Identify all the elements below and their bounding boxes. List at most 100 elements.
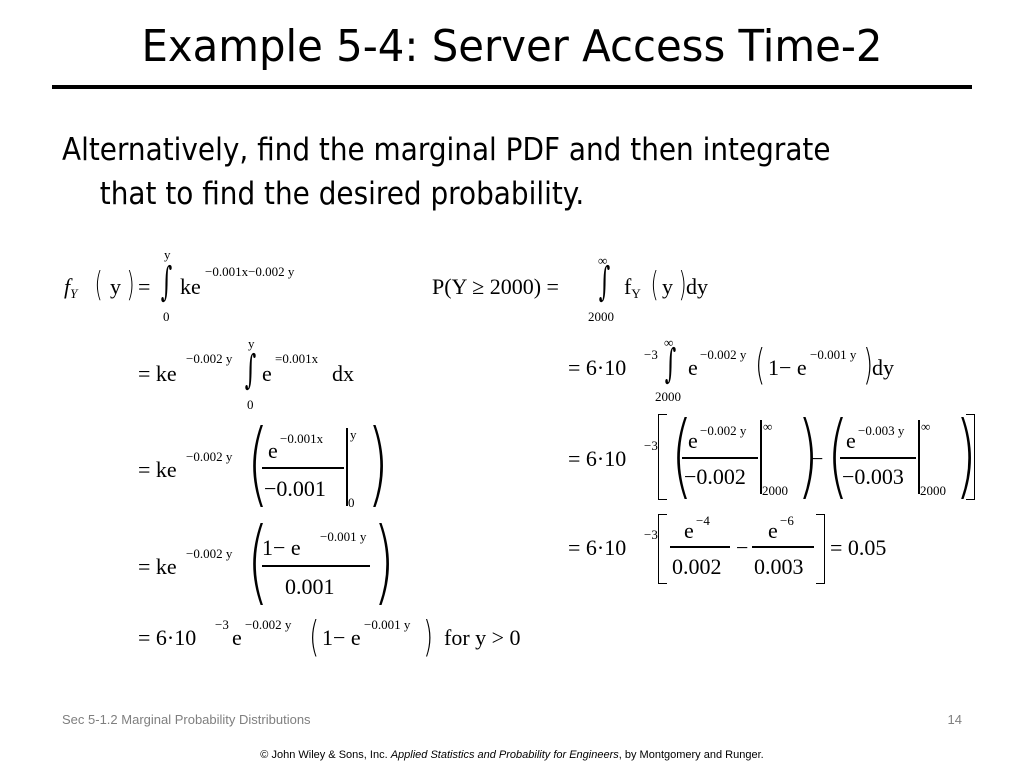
left-paren: ( [94,265,103,305]
eval-lower-1: 2000 [762,483,788,498]
left-paren: ( [309,612,320,661]
integral-sign: ∫ [244,347,257,393]
denominator: 0.001 [285,574,335,599]
fraction-bar-1 [682,457,758,459]
integral-sign: ∫ [160,259,173,305]
ten-exponent: −3 [644,527,658,542]
ten-exponent: −3 [644,347,658,362]
var-y: y [662,274,673,299]
integral-upper-limit: y [164,247,171,262]
condition: for y > 0 [444,625,521,650]
copyright-notice: © John Wiley & Sons, Inc. Applied Statis… [0,749,1024,761]
right-paren-2: ) [955,402,977,509]
exponent: −0.001x−0.002 y [205,264,295,279]
left-paren-1: ( [671,402,693,509]
integral-lower-limit: 2000 [655,389,681,404]
e-symbol: e [262,361,272,386]
numerator: 1− e [262,537,301,559]
lhs: = 6·10 [568,535,627,560]
eval-upper-2: ∞ [921,419,931,434]
eval-upper-1: ∞ [763,419,773,434]
eval-lower-2: 2000 [920,483,946,498]
fraction-bar-2 [752,546,814,548]
lhs: = ke [138,554,177,579]
minus-sign: − [736,535,749,560]
integral-lower-limit: 0 [163,309,170,324]
lhs: = 6·10 [568,355,627,380]
integral-sign: ∫ [598,259,611,305]
right-paren: ) [423,612,434,661]
dy: dy [686,274,708,299]
denominator-2: −0.003 [842,464,904,489]
e-exponent: −0.002 y [245,617,292,632]
evaluation-bar-1 [760,420,762,494]
denominator-1: −0.002 [684,464,746,489]
numerator-1-exponent: −0.002 y [700,423,747,438]
eval-lower: 0 [348,495,355,510]
lhs: P(Y ≥ 2000) = [432,274,559,299]
e-exponent: −0.002 y [700,347,747,362]
minus-sign: − [811,446,824,471]
numerator-2-e: e [768,518,778,543]
integral-lower-limit: 0 [247,397,254,412]
fraction-bar [262,565,370,567]
var-y: y [110,274,121,299]
lhs: = ke [138,361,177,386]
copyright-prefix: © John Wiley & Sons, Inc. [260,749,391,761]
numerator-1-e: e [688,428,698,453]
evaluation-bar-2 [918,420,920,494]
eval-upper: y [350,427,357,442]
numerator-2-exponent: −0.003 y [858,423,905,438]
numerator-text: 1− e [262,535,301,560]
numerator-1-e: e [684,518,694,543]
paren-content: 1− e [768,355,807,380]
f-symbol: f [64,274,71,299]
dy: dy [872,355,894,380]
right-bracket [816,514,825,584]
right-paren: ) [126,265,135,305]
numerator-2-exponent: −6 [780,513,794,528]
inner-exponent: −0.001 y [810,347,857,362]
e-symbol: e [688,355,698,380]
denominator-2: 0.003 [754,554,804,579]
subscript-Y: Y [631,286,641,301]
denominator-1: 0.002 [672,554,722,579]
integral-upper-limit: ∞ [664,335,674,350]
left-paren: ( [650,265,659,305]
left-paren: ( [755,340,766,389]
book-title: Applied Statistics and Probability for E… [390,749,619,761]
lhs: = ke [138,457,177,482]
left-bracket [658,514,667,584]
left-paren: ( [247,410,269,517]
numerator-2-e: e [846,428,856,453]
left-paren: ( [247,508,269,615]
integral-upper-limit: ∞ [598,253,608,268]
slide-title: Example 5-4: Server Access Time-2 [141,21,883,72]
numerator-e: e [268,438,278,463]
e-symbol: e [232,625,242,650]
denominator: −0.001 [264,476,326,501]
fraction-bar [262,467,344,469]
fraction-bar-1 [670,546,730,548]
evaluation-bar [346,428,348,506]
ten-exponent: −3 [215,617,229,632]
page-number: 14 [947,712,962,727]
k-e: ke [180,274,201,299]
paren-content: 1− e [322,625,361,650]
exponent-1: −0.002 y [186,351,233,366]
exponent-1: −0.002 y [186,449,233,464]
ten-exponent: −3 [644,438,658,453]
fraction-bar-2 [840,457,916,459]
right-paren: ) [373,508,395,615]
numerator-1-exponent: −4 [696,513,710,528]
lhs: = 6·10 [138,625,197,650]
lhs: = 6·10 [568,446,627,471]
integral-lower-limit: 2000 [588,309,614,324]
right-bracket [966,414,975,500]
right-paren: ) [678,265,687,305]
right-paren: ) [863,340,874,389]
f-symbol: f [624,274,632,299]
integral-upper-limit: y [248,336,255,351]
copyright-suffix: , by Montgomery and Runger. [618,749,764,761]
footer-section-label: Sec 5-1.2 Marginal Probability Distribut… [62,712,311,727]
